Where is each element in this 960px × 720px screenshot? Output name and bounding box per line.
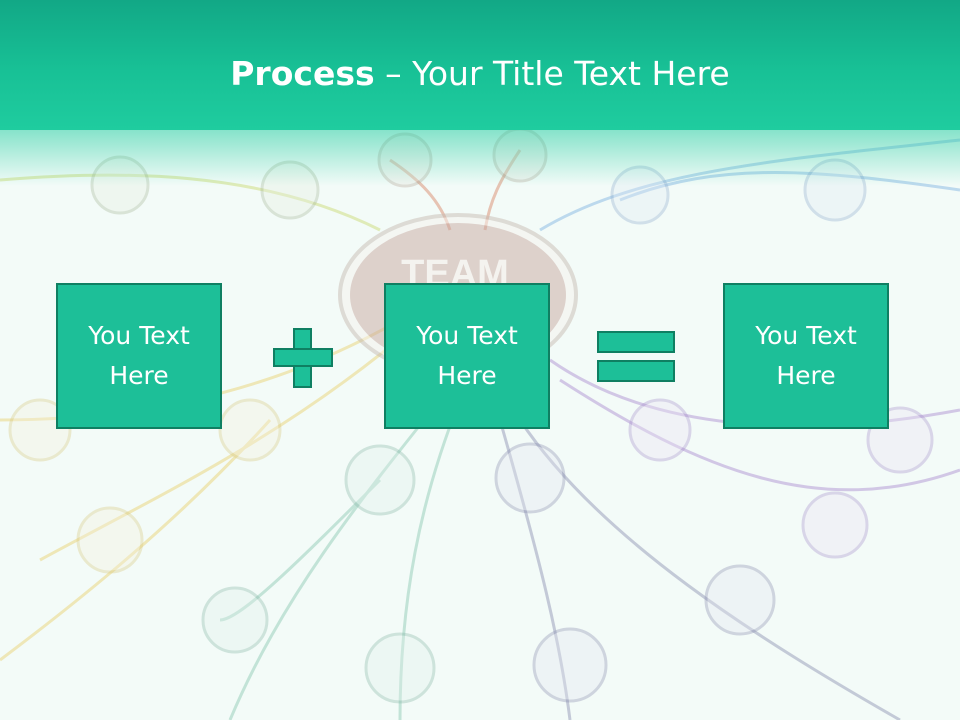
equals-top-bar: [597, 331, 675, 353]
slide-title: Process – Your Title Text Here: [0, 52, 960, 96]
header-fade: [0, 126, 960, 186]
box3-line2: Here: [776, 361, 836, 390]
title-rest: – Your Title Text Here: [374, 54, 730, 93]
title-bold: Process: [230, 54, 375, 93]
box1-line1: You Text: [88, 321, 190, 350]
box3-line1: You Text: [755, 321, 857, 350]
box1-line2: Here: [109, 361, 169, 390]
plus-center: [295, 350, 310, 365]
box2-line2: Here: [437, 361, 497, 390]
slide-header: [0, 0, 960, 130]
box2-line1: You Text: [416, 321, 518, 350]
equals-bottom-bar: [597, 360, 675, 382]
